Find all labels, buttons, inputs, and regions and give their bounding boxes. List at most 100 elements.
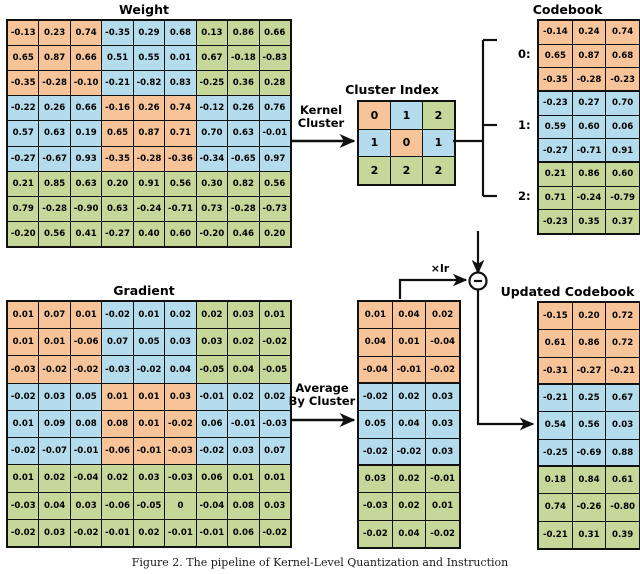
matrix-cell: -0.12: [196, 96, 228, 121]
matrix-cell: -0.35: [102, 146, 133, 171]
matrix-cell: -0.27: [8, 146, 39, 171]
matrix-cell: 0.04: [392, 520, 426, 547]
matrix-cell: -0.10: [70, 71, 102, 96]
matrix-cell: 0.63: [228, 121, 259, 146]
matrix-cell: -0.20: [8, 221, 39, 246]
matrix-cell: 0.76: [259, 96, 290, 121]
matrix-cell: 0.60: [572, 115, 606, 139]
matrix-cell: -0.04: [359, 356, 392, 383]
matrix-cell: -0.02: [359, 438, 392, 465]
cluster-index-cell: 2: [423, 157, 454, 184]
matrix-cell: -0.06: [102, 438, 133, 465]
matrix-cell: 0.56: [259, 171, 290, 196]
matrix-cell: -0.03: [259, 410, 290, 438]
matrix-cell: 0.20: [102, 171, 133, 196]
matrix-cell: 0.04: [228, 356, 259, 383]
matrix-cell: 0.40: [133, 221, 165, 246]
matrix-cell: -0.26: [572, 494, 606, 521]
matrix-cell: -0.27: [539, 139, 572, 162]
matrix-cell: 0.07: [102, 329, 133, 356]
matrix-cell: 0.70: [196, 121, 228, 146]
matrix-cell: 0.97: [259, 146, 290, 171]
matrix-cell: 0.01: [133, 302, 165, 329]
matrix-cell: -0.02: [8, 519, 39, 546]
matrix-cell: 0.61: [606, 467, 639, 494]
matrix-cell: 0.04: [392, 411, 426, 438]
matrix-cell: 0.31: [572, 521, 606, 548]
matrix-cell: 0.21: [539, 163, 572, 186]
matrix-cell: 0.73: [196, 196, 228, 221]
matrix-cell: -0.02: [8, 438, 39, 465]
matrix-cell: -0.03: [165, 438, 196, 465]
lr-multiplier-label: ×lr: [430, 262, 450, 275]
matrix-cell: -0.02: [165, 410, 196, 438]
matrix-cell: -0.02: [70, 519, 102, 546]
matrix-cell: 0.18: [539, 467, 572, 494]
matrix-cell: 0.01: [70, 302, 102, 329]
matrix-cell: -0.04: [70, 465, 102, 492]
matrix-cell: -0.02: [70, 356, 102, 383]
matrix-cell: 0.08: [70, 410, 102, 438]
matrix-cell: 0.87: [133, 121, 165, 146]
matrix-cell: -0.03: [8, 492, 39, 519]
matrix-cell: 0.19: [70, 121, 102, 146]
matrix-cell: -0.02: [259, 329, 290, 356]
matrix-cell: -0.28: [572, 68, 606, 91]
subtract-node: [468, 271, 488, 291]
matrix-cell: -0.02: [259, 519, 290, 546]
updated-codebook-title: Updated Codebook: [500, 284, 635, 299]
matrix-cell: -0.36: [165, 146, 196, 171]
matrix-cell: -0.03: [8, 356, 39, 383]
matrix-cell: 0.03: [165, 329, 196, 356]
matrix-cell: 0.79: [8, 196, 39, 221]
matrix-cell: -0.02: [392, 438, 426, 465]
matrix-cell: -0.02: [133, 356, 165, 383]
matrix-cell: -0.27: [102, 221, 133, 246]
matrix-cell: 0.35: [572, 210, 606, 233]
matrix-cell: -0.22: [8, 96, 39, 121]
matrix-cell: 0.01: [8, 410, 39, 438]
matrix-cell: -0.04: [426, 329, 459, 356]
matrix-cell: 0.01: [228, 465, 259, 492]
matrix-cell: -0.02: [8, 383, 39, 410]
cluster-index-to-codebook-bracket: [453, 40, 485, 196]
matrix-cell: 0.87: [39, 46, 70, 71]
matrix-cell: 0.91: [133, 171, 165, 196]
matrix-cell: 0.36: [228, 71, 259, 96]
matrix-cell: -0.02: [426, 520, 459, 547]
matrix-cell: 0.70: [606, 92, 639, 115]
matrix-cell: 0.61: [539, 330, 572, 357]
cluster-index-title: Cluster Index: [345, 82, 439, 97]
matrix-cell: 0.41: [70, 221, 102, 246]
matrix-cell: -0.24: [572, 186, 606, 210]
matrix-cell: 0.01: [259, 302, 290, 329]
matrix-cell: 0.20: [259, 221, 290, 246]
matrix-cell: 0.91: [606, 139, 639, 162]
matrix-cell: -0.23: [539, 92, 572, 115]
matrix-cell: 0.59: [539, 115, 572, 139]
matrix-cell: 0.05: [133, 329, 165, 356]
matrix-cell: 0.02: [102, 465, 133, 492]
matrix-cell: 0.82: [228, 171, 259, 196]
matrix-cell: 0.03: [165, 383, 196, 410]
matrix-cell: 0.74: [539, 494, 572, 521]
matrix-cell: 0.86: [228, 21, 259, 46]
matrix-cell: -0.05: [196, 356, 228, 383]
matrix-cell: 0.25: [572, 385, 606, 412]
matrix-cell: 0.04: [165, 356, 196, 383]
average-by-cluster-arrow-label: Average By Cluster: [288, 382, 356, 408]
matrix-cell: -0.02: [359, 384, 392, 411]
matrix-cell: -0.25: [196, 71, 228, 96]
matrix-cell: 0.01: [359, 302, 392, 329]
matrix-cell: 0.66: [70, 46, 102, 71]
matrix-cell: -0.14: [539, 21, 572, 44]
matrix-cell: 0.26: [228, 96, 259, 121]
matrix-cell: 0.46: [228, 221, 259, 246]
matrix-cell: -0.01: [392, 356, 426, 383]
matrix-cell: -0.01: [165, 519, 196, 546]
matrix-cell: -0.21: [539, 521, 572, 548]
matrix-cell: -0.71: [165, 196, 196, 221]
